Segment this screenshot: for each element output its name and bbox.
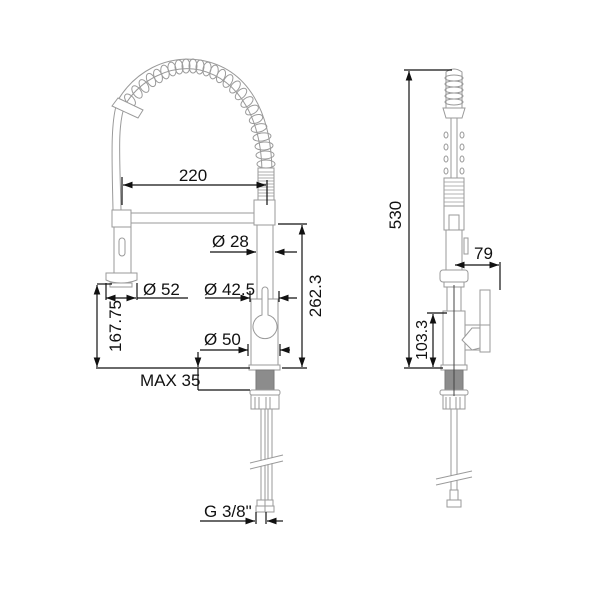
label-g-3-8: G 3/8" — [204, 502, 252, 521]
dimension-spout-reach: 220 — [121, 166, 268, 205]
faucet-body — [248, 199, 284, 513]
label-79: 79 — [474, 244, 493, 263]
front-view: 220 Ø 28 Ø 52 Ø 42.5 — [93, 58, 325, 525]
dimension-lever-depth: 79 — [455, 244, 501, 290]
label-d52: Ø 52 — [143, 280, 180, 299]
holder-arm — [129, 212, 256, 224]
label-103-3: 103.3 — [414, 320, 431, 360]
dimension-body-diameter-42-5: Ø 42.5 — [204, 280, 297, 302]
dimension-spray-diameter-52: Ø 52 — [105, 280, 188, 302]
dimension-body-diameter-28: Ø 28 — [210, 232, 297, 256]
label-220: 220 — [179, 166, 207, 185]
label-167-75: 167.75 — [106, 300, 125, 352]
label-max-35: MAX 35 — [140, 371, 200, 390]
spray-head — [105, 209, 138, 288]
side-view: 530 79 103.3 — [386, 68, 501, 508]
mounting-thread — [255, 369, 275, 391]
dimension-max-mounting: MAX 35 — [140, 352, 250, 391]
dimension-total-height: 530 — [386, 69, 452, 369]
spring-coil — [117, 58, 276, 205]
label-d42-5: Ø 42.5 — [204, 280, 255, 299]
label-530: 530 — [386, 201, 405, 229]
dimension-lever-height: 103.3 — [414, 312, 447, 367]
dimension-connection-thread: G 3/8" — [200, 502, 283, 525]
dimension-outlet-height: 167.75 — [93, 283, 250, 369]
dimension-base-diameter-50: Ø 50 — [200, 330, 290, 356]
label-d50: Ø 50 — [204, 330, 241, 349]
dimension-joint-height: 262.3 — [278, 223, 325, 369]
label-262-3: 262.3 — [306, 275, 325, 318]
label-d28: Ø 28 — [212, 232, 249, 251]
